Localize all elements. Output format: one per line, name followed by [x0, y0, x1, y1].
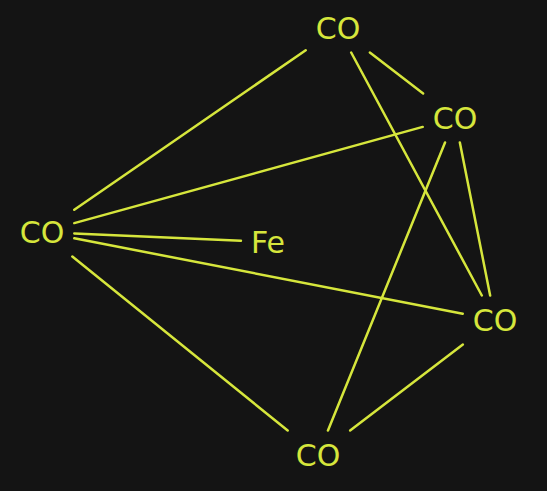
bond-line	[351, 53, 482, 296]
ligand-label: CO	[312, 10, 365, 47]
formula-text: Fe	[251, 226, 285, 259]
ligand-label: CO	[292, 437, 345, 474]
formula-text: CO	[20, 216, 65, 249]
bond-line	[370, 53, 423, 94]
bond-line	[350, 345, 463, 431]
ligand-label: CO	[469, 302, 522, 339]
bond-line	[328, 143, 445, 431]
formula-text: CO	[296, 439, 341, 472]
ligand-label: CO	[429, 100, 482, 137]
ligand-label: Fe	[247, 224, 289, 261]
bond-line	[72, 257, 287, 431]
ligand-label: CO	[16, 214, 69, 251]
formula-text: CO	[473, 304, 518, 337]
bond-line	[74, 50, 305, 210]
bond-line	[74, 233, 241, 240]
bond-line	[460, 143, 490, 296]
formula-text: CO	[433, 102, 478, 135]
bond-line	[74, 127, 422, 223]
formula-text: CO	[316, 12, 361, 45]
